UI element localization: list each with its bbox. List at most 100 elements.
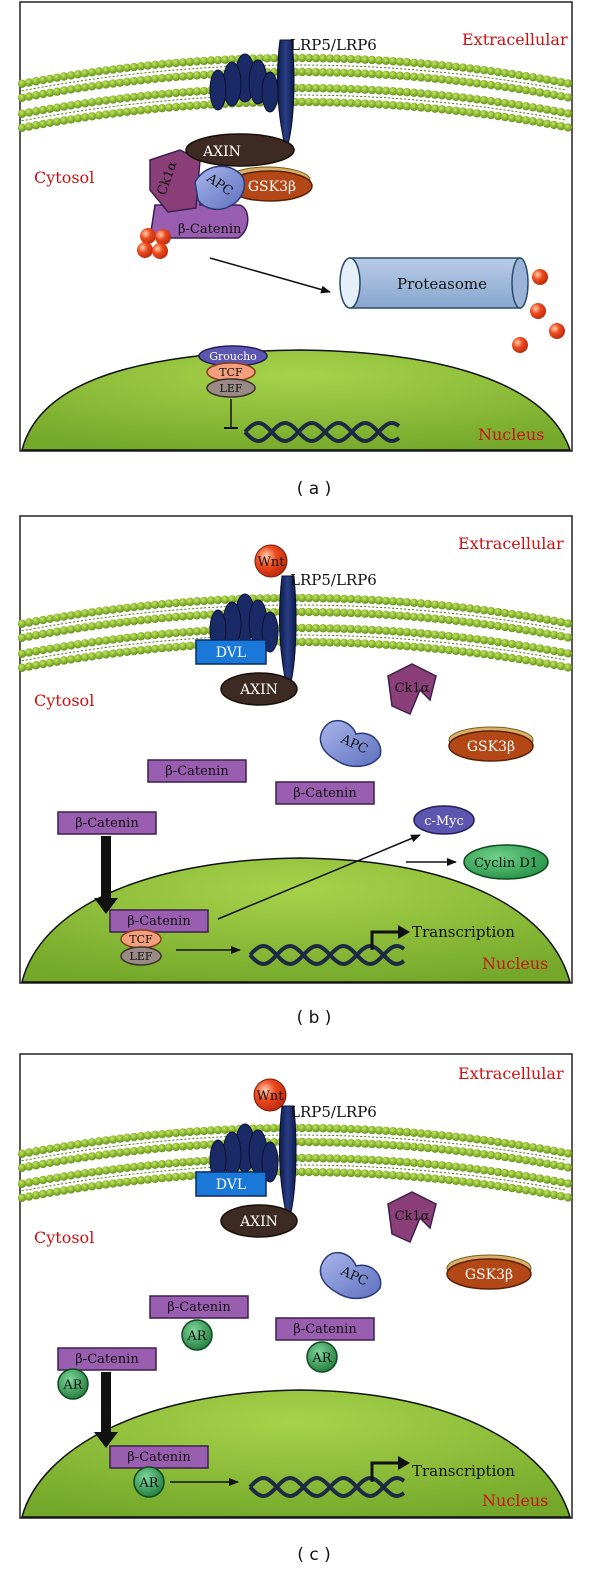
beta-catenin-label: β-Catenin [167,1300,231,1315]
wnt-ligand [253,1078,287,1112]
axin-shape [185,133,295,167]
extracellular-label: Extracellular [458,1064,564,1083]
panel-c-caption: ( c ) [297,1545,330,1565]
beta-catenin-label: β-Catenin [293,1322,357,1337]
destruction-complex [149,133,313,239]
cmyc-label: c-Myc [424,814,464,829]
beta-catenin-label: β-Catenin [75,1352,139,1367]
beta-catenin-label: β-Catenin [178,222,242,237]
extracellular-label: Extracellular [458,534,564,553]
axin-label: AXIN [202,144,241,160]
panel-c: Wnt LRP5/LRP6 Extracellular Cytosol DVL … [17,1053,573,1565]
ar-shape [181,1319,213,1351]
gsk3b-label: GSK3β [467,739,515,755]
beta-catenin-label: β-Catenin [165,764,229,779]
beta-catenin-label: β-Catenin [127,914,191,929]
cytosol-label: Cytosol [34,168,94,187]
wnt-label: Wnt [258,555,286,570]
ck1a-label: Ck1α [395,681,430,696]
gsk3b-shape [446,1258,532,1290]
lef-shape [120,946,162,966]
dvl-shape [195,639,267,665]
cytosol-label: Cytosol [34,1228,94,1247]
beta-catenin-nuclear [109,1445,209,1469]
nucleus-label: Nucleus [478,425,544,444]
extracellular-label: Extracellular [462,30,568,49]
tcf-label: TCF [129,933,153,946]
lef-label: LEF [130,950,153,963]
translocation-arrow [94,836,118,914]
inhibition-mark [224,399,238,429]
beta-catenin-free-1 [147,759,247,783]
beta-catenin-nuclear [109,909,209,933]
dvl-label: DVL [216,645,246,661]
lrp-receptor [209,575,297,694]
lrp-receptor [209,39,295,152]
cell-membrane [17,53,573,133]
nucleus-label: Nucleus [482,1491,548,1510]
beta-catenin-label: β-Catenin [127,1450,191,1465]
beta-catenin-label: β-Catenin [293,786,357,801]
receptor-coils [209,593,279,653]
beta-catenin-free-2 [275,781,375,805]
dna-helix [248,1475,406,1499]
panel-a: LRP5/LRP6 Extracellular Cytosol AXIN GSK… [17,1,573,499]
nucleus [21,857,571,983]
beta-catenin-label: β-Catenin [75,816,139,831]
tcf-label: TCF [219,366,243,379]
ar-label: AR [186,1329,207,1344]
apc-shape [319,1251,382,1300]
cmyc-shape [413,805,475,835]
dvl-shape [195,1171,267,1197]
receptor-coils [209,53,279,113]
cytosol-label: Cytosol [34,691,94,710]
transcription-label: Transcription [412,1462,515,1480]
receptor-label: LRP5/LRP6 [290,1103,377,1121]
proteasome-label: Proteasome [397,275,487,293]
receptor-label: LRP5/LRP6 [290,571,377,589]
cyclin-d1-shape [463,844,549,880]
beta-catenin-free-3 [57,811,157,835]
ar-shape [306,1341,338,1373]
degraded-ubiquitin [512,269,565,353]
receptor-coils [209,1123,279,1183]
nucleus [21,349,572,451]
groucho-label: Groucho [209,350,257,363]
gsk3b-label: GSK3β [465,1267,513,1283]
nucleus-label: Nucleus [482,954,548,973]
lef-label: LEF [220,382,243,395]
ar-label: AR [311,1351,332,1366]
transcription-start-arrow [370,1456,410,1482]
gsk3b-shape [448,730,534,762]
ar-label: AR [62,1378,83,1393]
axin-shape [220,672,298,706]
axin-shape [220,1204,298,1238]
dna-helix [243,420,401,444]
cyclin-d1-label: Cyclin D1 [474,856,538,871]
transcription-label: Transcription [412,923,515,941]
translocation-arrow [94,1372,118,1448]
receptor-label: LRP5/LRP6 [290,36,377,54]
panel-b: Wnt LRP5/LRP6 Extracellular Cytosol DVL … [17,515,573,1028]
dvl-label: DVL [216,1177,246,1193]
ubiquitin-cluster [137,228,171,259]
axin-label: AXIN [239,682,278,698]
ar-label: AR [138,1476,159,1491]
transcription-start-arrow [370,925,410,950]
panel-b-caption: ( b ) [297,1008,332,1028]
ck1a-label: Ck1α [395,1209,430,1224]
beta-catenin-free-3 [57,1347,157,1371]
proteasome [339,257,529,309]
ck1a-shape [387,1191,437,1243]
ar-shape [57,1368,89,1400]
lef-shape [206,378,256,398]
axin-label: AXIN [239,1214,278,1230]
degradation-arrow [209,257,331,294]
panel-a-caption: ( a ) [297,479,332,499]
gsk3b-label: GSK3β [248,179,296,195]
lrp-receptor [209,1105,297,1224]
ck1a-shape [387,663,437,715]
beta-catenin-free-2 [275,1317,375,1341]
repressor-complex [198,345,268,398]
